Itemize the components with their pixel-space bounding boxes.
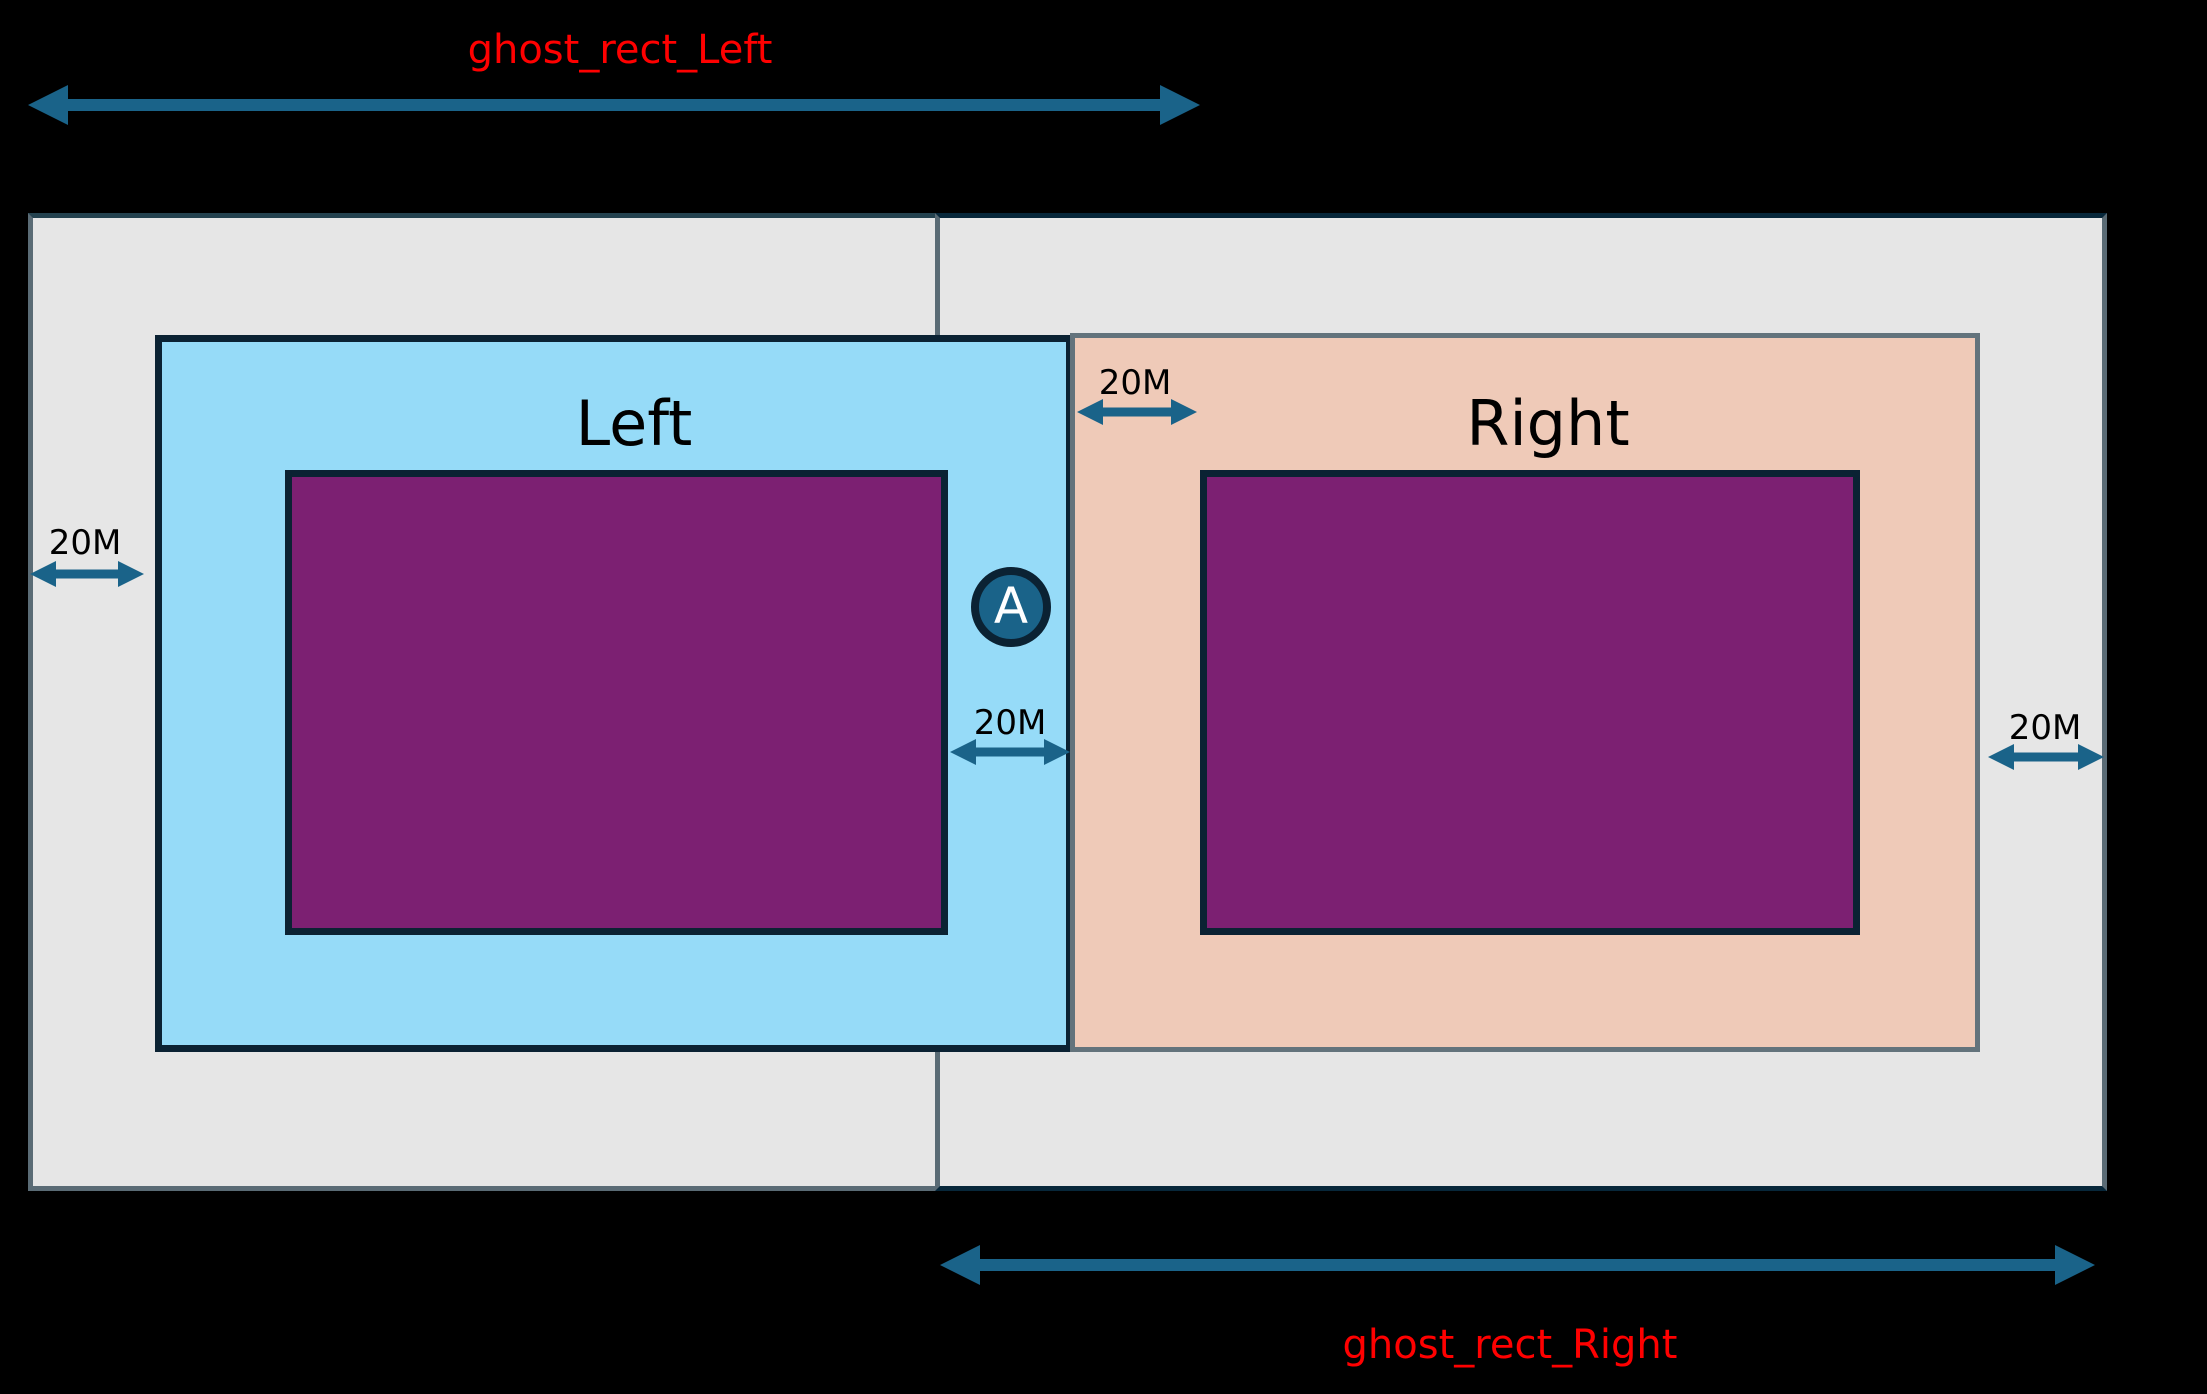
span-label-ghost-rect-left: ghost_rect_Left [467, 27, 773, 73]
dim-arrow-right-outer-margin [1988, 740, 2104, 774]
left-box-label: Left [575, 387, 693, 460]
dim-label-center-gap-margin: 20M [1098, 363, 1172, 403]
dim-arrow-left-outer-margin [30, 557, 144, 591]
right-inner-rect [1200, 470, 1860, 935]
span-arrow-ghost-rect-left [28, 79, 1200, 131]
span-arrow-ghost-rect-right [940, 1239, 2095, 1291]
span-label-ghost-rect-right: ghost_rect_Right [1342, 1322, 1678, 1368]
dim-arrow-center-gap-margin [1077, 395, 1197, 429]
marker-a-circle[interactable]: A [971, 567, 1051, 647]
dim-label-left-outer-margin: 20M [48, 523, 122, 563]
dim-label-right-outer-margin: 20M [2008, 708, 2082, 748]
dim-arrow-left-inner-margin [950, 735, 1070, 769]
right-box-label: Right [1466, 387, 1630, 460]
marker-a-label: A [993, 577, 1029, 635]
left-inner-rect [285, 470, 948, 935]
dim-label-left-inner-margin: 20M [973, 703, 1047, 743]
